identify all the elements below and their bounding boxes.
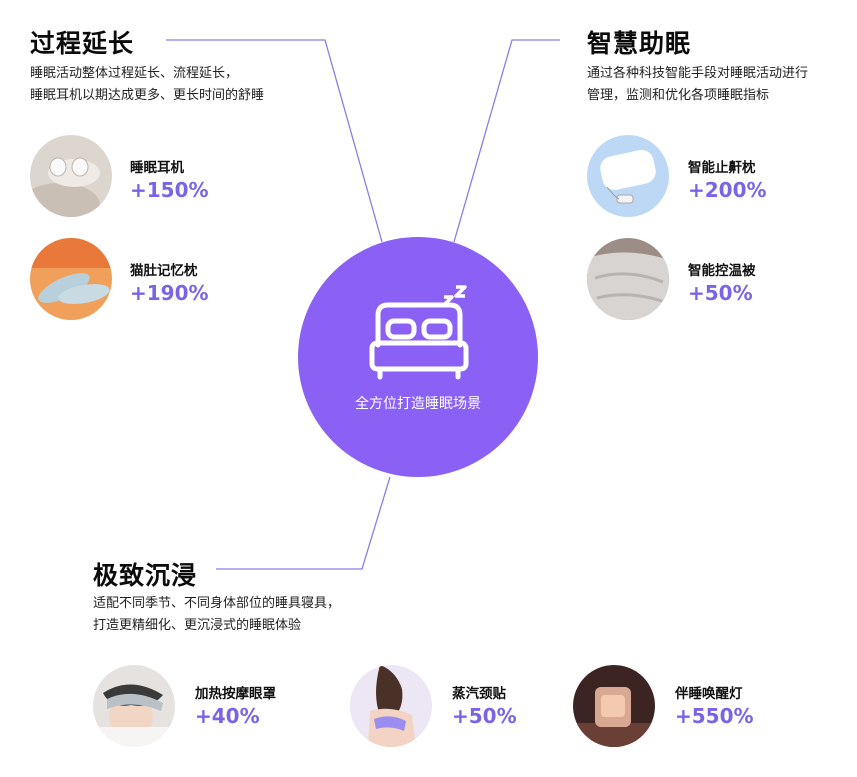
sleep-earbuds-image [30,135,112,217]
item-value-steam-neck-patch: +50% [452,704,517,728]
steam-neck-patch-image [350,665,432,747]
connector-line-extend [166,39,383,243]
item-value-temperature-quilt: +50% [688,281,753,305]
connector-line-immersive [216,476,391,570]
section-desc-smart-line1: 通过各种科技智能手段对睡眠活动进行 [587,66,809,81]
item-name-memory-pillow: 猫肚记忆枕 [130,263,198,279]
center-label: 全方位打造睡眠场景 [355,396,481,412]
center-circle: 全方位打造睡眠场景 [298,237,538,477]
item-value-wake-up-lamp: +550% [675,704,754,728]
section-desc-immersive-line1: 适配不同季节、不同身体部位的睡具寝具， [93,596,341,611]
item-value-anti-snore-pillow: +200% [688,178,767,202]
section-title-smart: 智慧助眠 [587,29,692,58]
temperature-quilt-image [587,238,669,320]
heated-eye-mask-image [93,665,175,747]
item-name-anti-snore-pillow: 智能止鼾枕 [688,160,756,176]
item-name-heated-eye-mask: 加热按摩眼罩 [195,686,276,702]
wake-up-lamp-image [573,665,655,747]
item-name-wake-up-lamp: 伴睡唤醒灯 [675,686,743,702]
item-name-temperature-quilt: 智能控温被 [688,263,756,279]
connector-line-smart [453,39,560,243]
section-title-extend: 过程延长 [30,29,135,58]
section-desc-extend-line2: 睡眠耳机以期达成更多、更长时间的舒睡 [30,88,265,103]
section-title-immersive: 极致沉浸 [93,561,198,590]
bed-sleep-icon [369,285,469,380]
anti-snore-pillow-image [587,135,669,217]
item-value-memory-pillow: +190% [130,281,209,305]
item-name-steam-neck-patch: 蒸汽颈贴 [452,686,506,702]
section-desc-smart-line2: 管理，监测和优化各项睡眠指标 [587,88,770,103]
item-value-heated-eye-mask: +40% [195,704,260,728]
memory-pillow-image [30,238,112,320]
section-desc-extend-line1: 睡眠活动整体过程延长、流程延长， [30,66,239,81]
item-value-sleep-earbuds: +150% [130,178,209,202]
section-desc-immersive-line2: 打造更精细化、更沉浸式的睡眠体验 [93,618,302,633]
item-name-sleep-earbuds: 睡眠耳机 [130,160,184,176]
